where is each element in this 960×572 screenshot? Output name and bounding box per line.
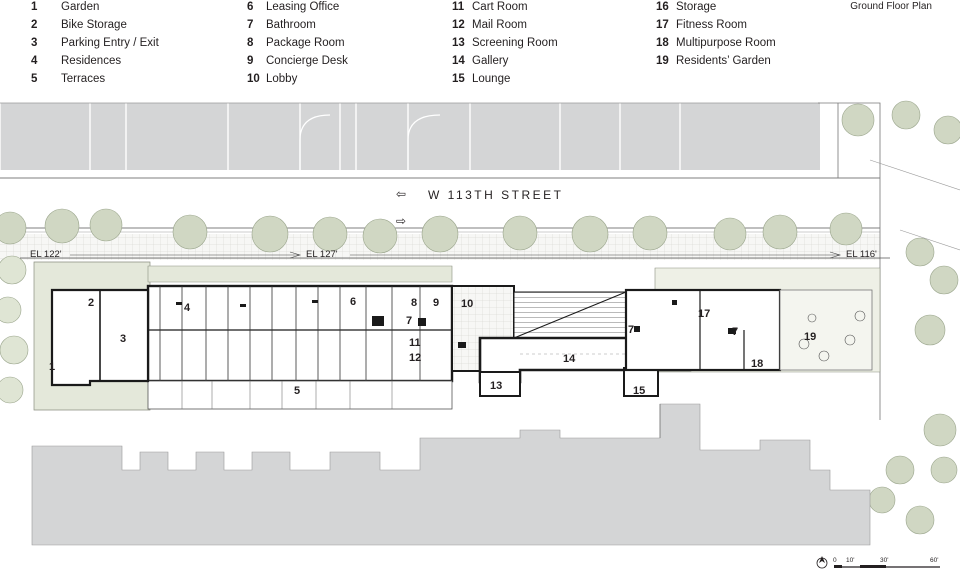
north-arrow-icon xyxy=(816,556,828,569)
room-tags: 1 2 3 4 5 6 7 7 7 8 9 10 11 12 13 14 15 … xyxy=(49,296,816,397)
scale-tick-label: 60' xyxy=(930,557,938,564)
west-trees xyxy=(0,255,29,404)
room-tag: 7 xyxy=(628,324,634,336)
arrow-left-icon: ⇦ xyxy=(396,187,409,201)
street-trees xyxy=(0,100,960,535)
neighbor-buildings-north xyxy=(0,102,820,170)
room-tag: 12 xyxy=(409,352,421,364)
neighbor-building-south xyxy=(31,403,871,546)
arrow-right-icon: ⇨ xyxy=(396,214,409,228)
room-tag: 10 xyxy=(461,298,473,310)
room-tag: 13 xyxy=(490,380,502,392)
room-tag: 11 xyxy=(409,337,421,349)
room-tag: 7 xyxy=(406,315,412,327)
elevation-markers: EL 122' EL 127' EL 116' xyxy=(30,249,877,260)
street-name: W 113TH STREET xyxy=(428,188,563,202)
room-tag: 5 xyxy=(294,385,300,397)
scale-tick-label: 10' xyxy=(846,557,854,564)
room-tag: 18 xyxy=(751,358,763,370)
room-tag: 1 xyxy=(49,361,55,373)
room-tag: 2 xyxy=(88,297,94,309)
plan-title: Ground Floor Plan xyxy=(850,1,932,12)
building xyxy=(50,284,873,410)
room-tag: 4 xyxy=(184,302,191,314)
room-tag: 7 xyxy=(732,326,738,338)
elevation-east: EL 116' xyxy=(846,249,877,260)
scale-tick-label: 0 xyxy=(833,557,837,564)
room-tag: 15 xyxy=(633,385,645,397)
elevation-middle: EL 127' xyxy=(306,249,338,260)
room-tag: 3 xyxy=(120,333,126,345)
room-tag: 14 xyxy=(563,353,576,365)
elevation-west: EL 122' xyxy=(30,249,62,260)
room-tag: 17 xyxy=(698,308,710,320)
scale-bar: 0 10' 30' 60' xyxy=(816,556,940,569)
scale-tick-label: 30' xyxy=(880,557,888,564)
room-tag: 8 xyxy=(411,297,417,309)
room-tag: 6 xyxy=(350,296,356,308)
room-tag: 9 xyxy=(433,297,439,309)
room-tag: 19 xyxy=(804,331,816,343)
